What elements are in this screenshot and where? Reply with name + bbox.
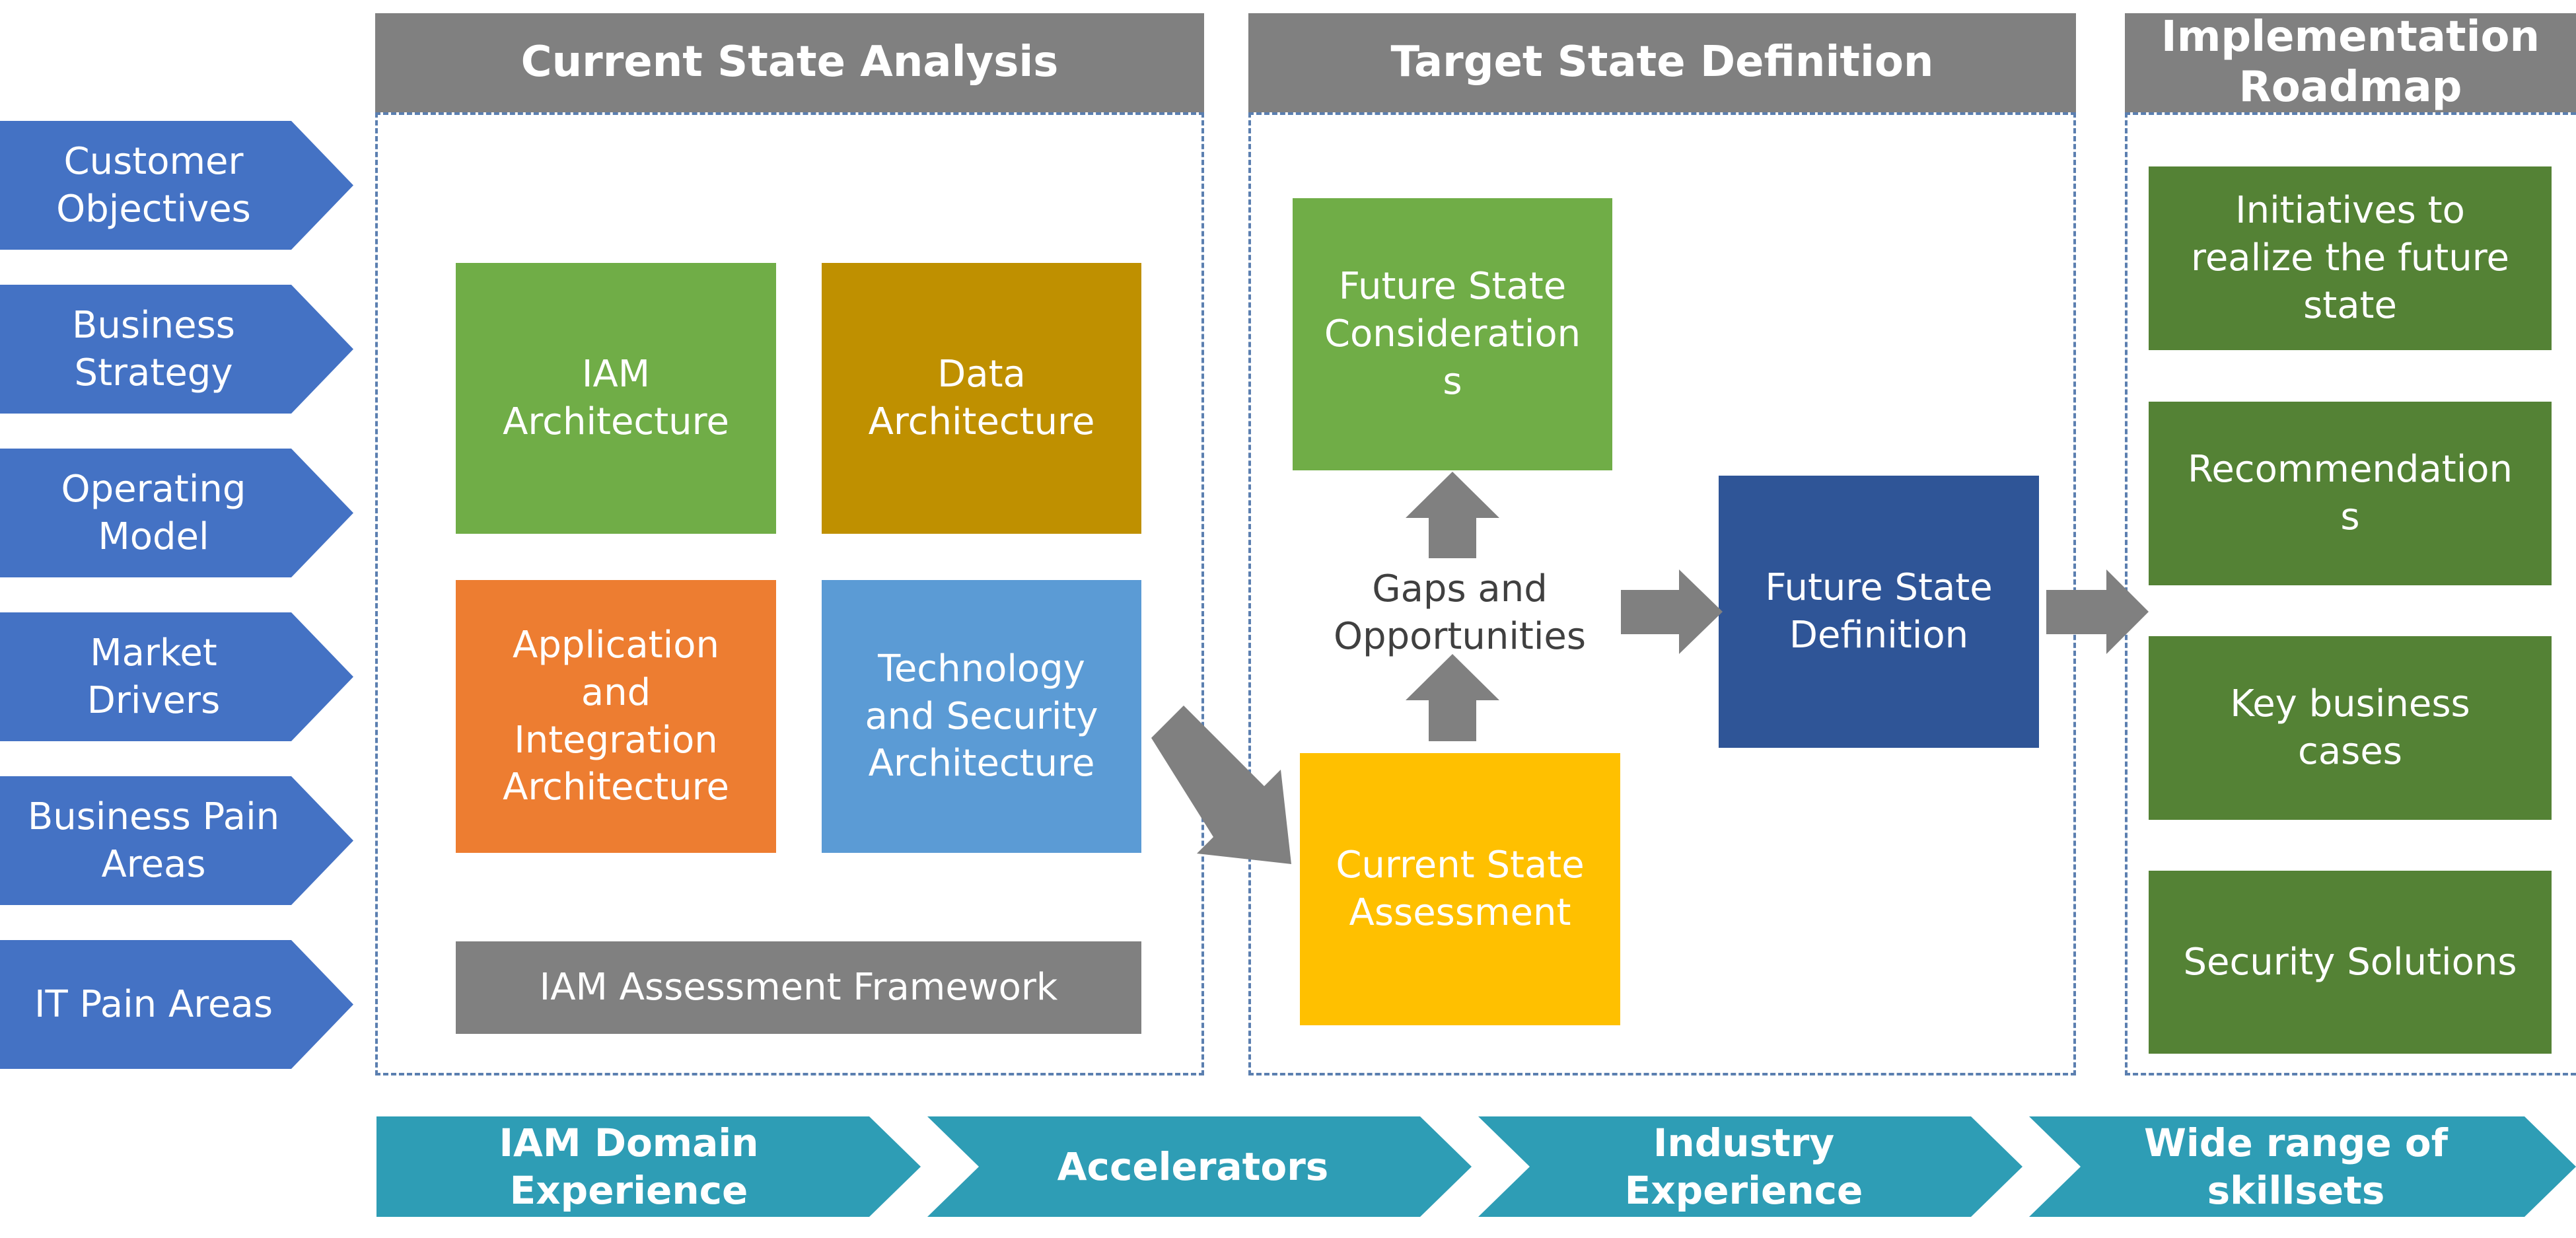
box-security-solutions: Security Solutions [2149,871,2552,1054]
right-arrow-gaps [1621,569,1723,654]
header-label: Target State Definition [1390,38,1934,87]
box-recommendations: Recommendation s [2149,402,2552,585]
bottom-chevron-iam-domain-experience: IAM Domain Experience [376,1116,921,1217]
header-label: Current State Analysis [520,38,1059,87]
panel-current-state [375,112,1204,1075]
up-arrow-lower [1406,654,1499,741]
box-label: Future State Consideration s [1324,265,1581,403]
up-arrow-upper [1406,472,1499,558]
header-label: Implementation Roadmap [2161,13,2540,112]
header-current-state-analysis: Current State Analysis [375,13,1204,112]
right-arrow-roadmap [2046,569,2149,654]
input-label: Operating Model [61,467,246,558]
gaps-label: Gaps and Opportunities [1333,567,1587,658]
box-label: IAM Architecture [503,353,729,443]
bottom-label: Accelerators [1057,1144,1329,1189]
box-iam-architecture: IAM Architecture [456,263,776,534]
input-label: Business Pain Areas [27,795,280,886]
input-label: IT Pain Areas [34,982,273,1026]
header-implementation-roadmap: Implementation Roadmap [2125,13,2576,112]
bottom-label: IAM Domain Experience [499,1120,759,1214]
box-label: Technology and Security Architecture [865,647,1098,785]
box-data-architecture: Data Architecture [822,263,1141,534]
box-label: IAM Assessment Framework [539,966,1058,1009]
bottom-chevron-wide-range-of-skillsets: Wide range of skillsets [2029,1116,2576,1217]
bottom-chevron-industry-experience: Industry Experience [1478,1116,2022,1217]
box-future-state-definition: Future State Definition [1719,476,2039,748]
input-chevron-business-pain-areas: Business Pain Areas [0,776,353,905]
bottom-label: Industry Experience [1624,1120,1863,1214]
input-chevron-business-strategy: Business Strategy [0,285,353,414]
input-chevron-market-drivers: Market Drivers [0,612,353,741]
box-key-business-cases: Key business cases [2149,636,2552,820]
box-label: Data Architecture [868,353,1095,443]
bottom-label: Wide range of skillsets [2143,1120,2449,1214]
box-label: Security Solutions [2183,940,2517,984]
bottom-chevron-accelerators: Accelerators [927,1116,1472,1217]
input-label: Business Strategy [72,303,235,394]
box-label: Application and Integration Architecture [503,624,729,809]
box-future-state-considerations: Future State Consideration s [1293,198,1612,470]
box-initiatives: Initiatives to realize the future state [2149,166,2552,350]
input-chevron-customer-objectives: Customer Objectives [0,121,353,250]
box-iam-assessment-framework: IAM Assessment Framework [456,941,1141,1034]
box-label: Key business cases [2230,682,2470,773]
input-chevron-operating-model: Operating Model [0,449,353,577]
box-label: Current State Assessment [1336,844,1585,934]
input-label: Customer Objectives [56,139,251,231]
box-label: Future State Definition [1765,566,1993,657]
input-chevron-it-pain-areas: IT Pain Areas [0,940,353,1069]
box-current-state-assessment: Current State Assessment [1300,753,1620,1025]
box-application-integration-architecture: Application and Integration Architecture [456,580,776,853]
text-gaps-and-opportunities: Gaps and Opportunities [1295,560,1625,666]
box-label: Recommendation s [2187,448,2513,538]
box-technology-security-architecture: Technology and Security Architecture [822,580,1141,853]
diagonal-arrow [1151,706,1291,864]
box-label: Initiatives to realize the future state [2191,189,2509,327]
input-label: Market Drivers [87,631,221,722]
header-target-state-definition: Target State Definition [1248,13,2076,112]
